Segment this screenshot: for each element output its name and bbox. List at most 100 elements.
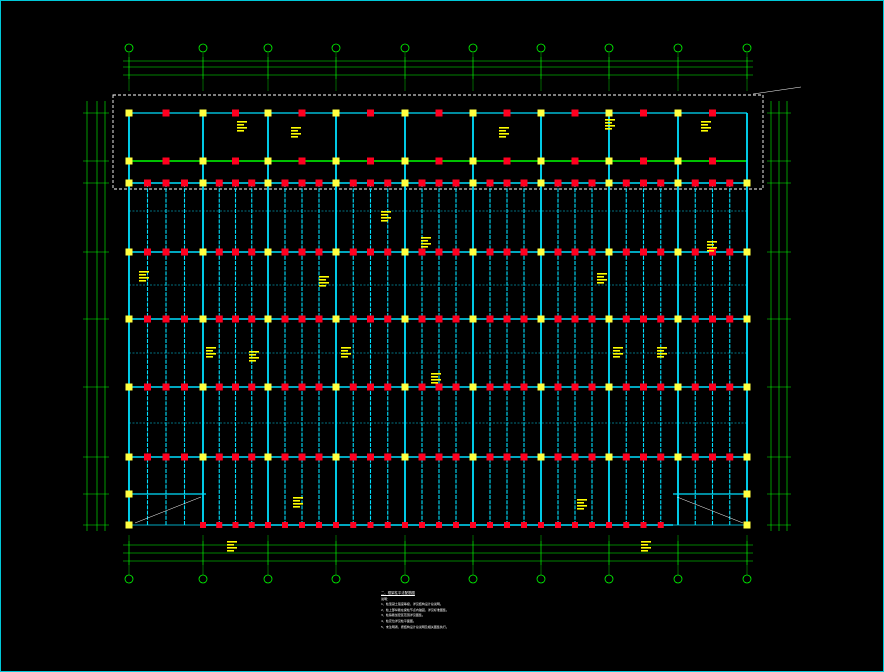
column-3-4-2 xyxy=(435,383,443,391)
column-0-2-0 xyxy=(264,179,272,187)
rebar-callout-6-2 xyxy=(431,379,441,381)
rebar-callout-4-1 xyxy=(341,350,348,352)
column-3-6-1 xyxy=(554,383,562,391)
column-bottom-4-1 xyxy=(419,522,425,528)
notes-item-1: 1、柱混凝土强度等级，详见结构设计总说明。 xyxy=(381,602,443,607)
column-3-6-3 xyxy=(588,383,596,391)
column-0-7-0 xyxy=(605,179,613,187)
axis-bubble-bottom-5 xyxy=(468,574,478,584)
axis-bubble-top-3 xyxy=(331,43,341,53)
column-bottom-4-2 xyxy=(436,522,442,528)
axis-bubble-bottom-6 xyxy=(536,574,546,584)
column-2-1-1 xyxy=(215,315,223,323)
column-top-0-8-0 xyxy=(674,109,682,117)
rebar-callout-8-3 xyxy=(613,356,620,358)
column-1-6-3 xyxy=(588,248,596,256)
column-top-1-8-1 xyxy=(709,157,716,165)
column-2-0-3 xyxy=(181,315,188,323)
axis-bubble-top-9 xyxy=(742,43,752,53)
rebar-callout-20-1 xyxy=(577,502,584,504)
rebar-callout-20-2 xyxy=(577,505,587,507)
column-1-5-1 xyxy=(486,248,494,256)
column-2-1-2 xyxy=(232,315,239,323)
rebar-callout-18-3 xyxy=(641,550,648,552)
column-top-1-5-1 xyxy=(503,157,511,165)
column-top-0-5-1 xyxy=(503,109,511,117)
column-2-3-1 xyxy=(349,315,357,323)
column-4-4-0 xyxy=(401,453,409,461)
column-2-5-2 xyxy=(503,315,511,323)
column-2-1-3 xyxy=(248,315,256,323)
column-2-3-0 xyxy=(332,315,340,323)
column-3-2-3 xyxy=(315,383,323,391)
column-3-4-1 xyxy=(418,383,426,391)
column-1-8-2 xyxy=(709,248,716,256)
rebar-callout-14-2 xyxy=(499,133,509,135)
column-top-0-3-1 xyxy=(367,109,374,117)
column-4-2-0 xyxy=(264,453,272,461)
rebar-callout-8-2 xyxy=(613,353,623,355)
rebar-callout-20-3 xyxy=(577,508,584,510)
column-bottom-3-3 xyxy=(384,522,391,528)
column-2-4-3 xyxy=(452,315,460,323)
axis-bubble-top-1 xyxy=(198,43,208,53)
rebar-callout-9-2 xyxy=(657,353,667,355)
column-1-4-1 xyxy=(418,248,426,256)
rebar-callout-1-0 xyxy=(206,347,216,349)
rebar-callout-8-1 xyxy=(613,350,620,352)
column-0-1-0 xyxy=(199,179,207,187)
column-top-0-0-1 xyxy=(162,109,170,117)
column-4-5-1 xyxy=(486,453,494,461)
column-2-5-3 xyxy=(520,315,528,323)
column-3-7-0 xyxy=(605,383,613,391)
column-2-2-3 xyxy=(315,315,323,323)
column-1-8-3 xyxy=(726,248,734,256)
column-4-7-3 xyxy=(657,453,665,461)
rebar-callout-15-0 xyxy=(605,119,615,121)
notes-item-5: 5、未注明者，按结构设计总说明及相关图集执行。 xyxy=(381,624,449,629)
column-0-0-1 xyxy=(144,179,151,187)
column-top-0-2-1 xyxy=(298,109,306,117)
column-4-2-2 xyxy=(298,453,306,461)
column-3-7-2 xyxy=(640,383,647,391)
column-bottom-1-1 xyxy=(216,522,223,528)
notes-label: 说明： xyxy=(381,596,391,601)
column-1-2-1 xyxy=(281,248,289,256)
column-1-2-2 xyxy=(298,248,306,256)
column-top-0-1-1 xyxy=(232,109,239,117)
column-bottom-6-1 xyxy=(555,522,561,528)
column-3-7-3 xyxy=(657,383,665,391)
drawing-notes: 二、框架柱平法配筋图 说明： 1、柱混凝土强度等级，详见结构设计总说明。 2、柱… xyxy=(381,591,521,630)
column-top-1-1-1 xyxy=(232,157,239,165)
column-0-3-3 xyxy=(384,179,392,187)
column-2-6-0 xyxy=(537,315,545,323)
column-3-3-3 xyxy=(384,383,392,391)
rebar-callout-14-1 xyxy=(499,130,506,132)
column-1-0-3 xyxy=(181,248,188,256)
rebar-callout-6-3 xyxy=(431,382,438,384)
column-2-1-0 xyxy=(199,315,207,323)
column-3-0-3 xyxy=(181,383,188,391)
rebar-callout-0-3 xyxy=(139,280,146,282)
column-bottom-6-3 xyxy=(589,522,595,528)
rebar-callout-17-3 xyxy=(227,550,234,552)
column-4-4-2 xyxy=(435,453,443,461)
axis-bubble-top-2 xyxy=(263,43,273,53)
column-4-6-1 xyxy=(554,453,562,461)
column-0-5-0 xyxy=(469,179,477,187)
column-1-4-2 xyxy=(435,248,443,256)
column-3-1-2 xyxy=(232,383,239,391)
rebar-callout-14-3 xyxy=(499,136,506,138)
column-2-8-1 xyxy=(691,315,699,323)
column-0-6-3 xyxy=(588,179,596,187)
column-bottom-5-1 xyxy=(487,522,493,528)
column-2-3-2 xyxy=(367,315,374,323)
column-0-5-3 xyxy=(520,179,528,187)
column-bottom-3-2 xyxy=(367,522,374,528)
rebar-callout-5-1 xyxy=(421,240,428,242)
column-1-1-1 xyxy=(215,248,223,256)
rebar-callout-15-3 xyxy=(605,128,612,130)
rebar-callout-11-0 xyxy=(381,211,391,213)
column-0-6-0 xyxy=(537,179,545,187)
